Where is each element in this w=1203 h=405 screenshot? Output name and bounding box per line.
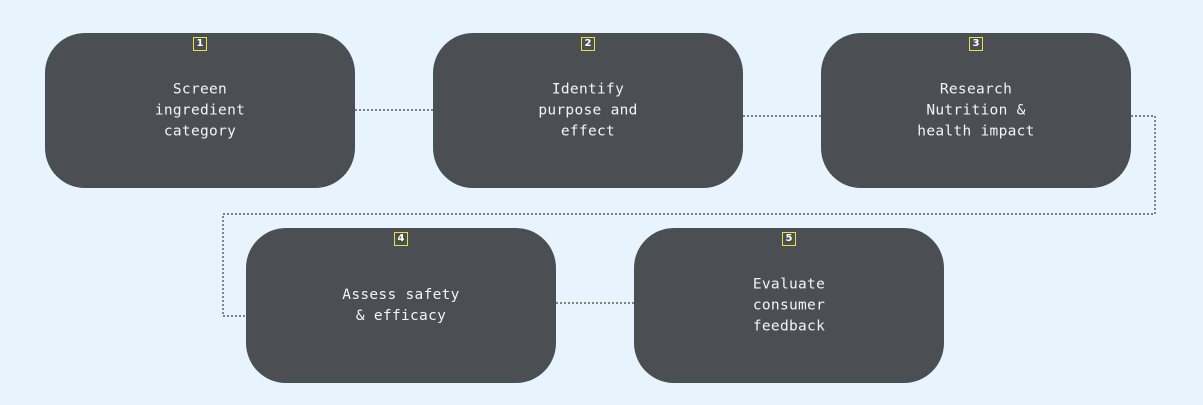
step-box-1: 1 Screen ingredient category: [45, 33, 355, 188]
step-label: Research Nutrition & health impact: [917, 81, 1035, 139]
connector-3-4: [222, 115, 1156, 317]
step-number-badge: 3: [969, 37, 983, 51]
step-label: Evaluate consumer feedback: [752, 276, 826, 334]
step-box-2: 2 Identify purpose and effect: [433, 33, 743, 188]
step-number-badge: 1: [193, 37, 207, 51]
step-box-3: 3 Research Nutrition & health impact: [821, 33, 1131, 188]
step-box-5: 5 Evaluate consumer feedback: [634, 228, 944, 383]
step-number-badge: 2: [581, 37, 595, 51]
step-label: Screen ingredient category: [154, 81, 246, 139]
step-box-4: 4 Assess safety & efficacy: [246, 228, 556, 383]
step-number-badge: 4: [394, 232, 408, 246]
step-number-badge: 5: [782, 232, 796, 246]
step-label: Identify purpose and effect: [538, 81, 638, 139]
step-label: Assess safety & efficacy: [342, 286, 460, 324]
